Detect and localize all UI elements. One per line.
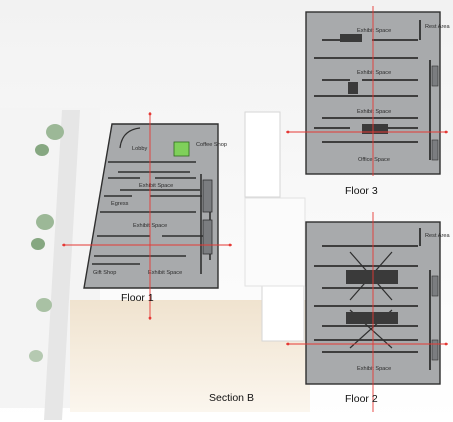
tree-icon xyxy=(36,298,52,312)
rest-area-label: Rest Area xyxy=(425,233,450,239)
void-opening xyxy=(346,270,398,284)
lobby-label: Lobby xyxy=(132,146,147,152)
stair-core xyxy=(348,82,358,94)
tree-icon xyxy=(35,144,49,156)
void-opening xyxy=(346,312,398,324)
floor-2-walls xyxy=(314,228,431,370)
egress-label: Egress xyxy=(111,201,129,207)
tree-icon xyxy=(31,238,45,250)
floor-3-walls xyxy=(314,20,431,160)
stair-core xyxy=(431,275,439,297)
section-marker xyxy=(148,112,152,116)
floor-2-plan: Rest Area Exhibit Space Floor 2 xyxy=(286,212,450,412)
section-marker xyxy=(62,243,66,247)
exhibit-space-label: Exhibit Space xyxy=(148,270,182,276)
section-marker xyxy=(286,130,290,134)
stair-core xyxy=(362,124,388,134)
lobby-curve xyxy=(119,127,141,149)
floor-1-slab xyxy=(83,123,219,289)
floor-3-caption: Floor 3 xyxy=(345,185,378,197)
exhibit-space-label: Exhibit Space xyxy=(357,366,391,372)
stair-core xyxy=(202,179,213,213)
section-marker xyxy=(286,342,290,346)
stair-core xyxy=(431,339,439,361)
adjacent-block xyxy=(261,285,305,342)
section-marker xyxy=(444,342,448,346)
office-space-label: Office Space xyxy=(358,157,390,163)
coffee-shop-highlight xyxy=(173,141,190,157)
exhibit-space-label: Exhibit Space xyxy=(357,109,391,115)
section-marker xyxy=(444,130,448,134)
section-marker xyxy=(148,316,152,320)
tree-icon xyxy=(29,350,43,362)
stair-core xyxy=(202,219,213,255)
tree-icon xyxy=(46,124,64,140)
adjacent-block xyxy=(244,111,281,198)
rest-area-label: Rest Area xyxy=(425,24,450,30)
coffee-shop-label: Coffee Shop xyxy=(196,142,227,148)
exhibit-space-label: Exhibit Space xyxy=(139,183,173,189)
stair-core xyxy=(431,139,439,161)
gift-shop-label: Gift Shop xyxy=(93,270,116,276)
exhibit-space-label: Exhibit Space xyxy=(357,28,391,34)
exhibit-space-label: Exhibit Space xyxy=(357,70,391,76)
floor-1-plan: Lobby Coffee Shop Exhibit Space Egress E… xyxy=(62,112,232,320)
floor-2-caption: Floor 2 xyxy=(345,393,378,405)
section-b-label: Section B xyxy=(209,392,254,404)
floor-3-plan: Exhibit Space Rest Area Exhibit Space Ex… xyxy=(286,6,450,197)
tree-icon xyxy=(36,214,54,230)
stair-core xyxy=(340,34,362,42)
stair-core xyxy=(431,65,439,87)
floor-1-caption: Floor 1 xyxy=(121,292,154,304)
section-marker xyxy=(228,243,232,247)
tree-group xyxy=(29,124,64,362)
street-edge xyxy=(44,110,80,420)
adjacent-block xyxy=(244,197,306,287)
